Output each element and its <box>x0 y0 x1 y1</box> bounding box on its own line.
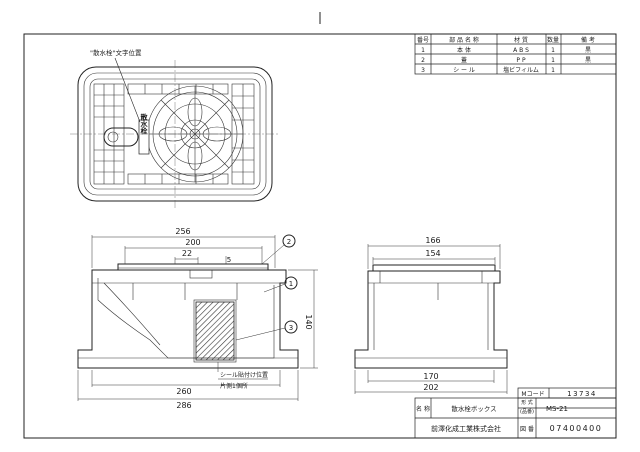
front-dim-top-inner: 200 <box>185 238 200 247</box>
front-seal-sticker <box>195 301 235 361</box>
model-sub: (品番) <box>520 408 534 415</box>
table-header-qty: 数量 <box>547 36 559 44</box>
side-view: 166 154 170 202 <box>354 236 508 394</box>
plan-callout-leader <box>114 57 141 123</box>
balloon-2-label: 2 <box>287 238 291 246</box>
plan-callout-text: "散水栓"文字位置 <box>90 48 142 57</box>
balloon-1-label: 1 <box>289 280 293 288</box>
front-dim-bottom-outer: 286 <box>176 401 191 410</box>
company-name: 前澤化成工業株式会社 <box>431 424 501 433</box>
table-cell: 本 体 <box>457 46 471 54</box>
front-view: 256 200 22 5 140 260 286 2 1 3 シール貼付け位置 … <box>77 227 318 410</box>
plan-lid-label-box <box>138 119 150 155</box>
side-dim-bottom-inner: 170 <box>423 372 438 381</box>
seal-note-line-1: シール貼付け位置 <box>220 371 268 379</box>
table-header-note: 備 考 <box>581 36 595 44</box>
table-cell: 黒 <box>585 47 591 54</box>
table-cell: 2 <box>421 57 425 64</box>
plan-view: 散水栓 "散水栓"文字位置 <box>70 48 280 210</box>
drawing-label: 図 番 <box>520 426 534 433</box>
balloon-1 <box>263 276 298 293</box>
side-dimensions <box>354 244 508 394</box>
side-dim-top-inner: 154 <box>425 249 440 258</box>
balloon-3 <box>235 320 298 341</box>
table-cell: 黒 <box>585 57 591 64</box>
plan-edge-grid <box>127 83 229 185</box>
front-dim-bottom-inner: 260 <box>176 387 191 396</box>
name-value: 散水栓ボックス <box>451 404 496 413</box>
title-block <box>414 387 617 439</box>
parts-table: 番号 部 品 名 称 材 質 数量 備 考 1 本 体 A B S 1 黒 2 … <box>414 33 617 75</box>
mcode-value: 13734 <box>567 390 597 398</box>
table-cell: シ ー ル <box>453 67 475 74</box>
table-cell: 1 <box>421 47 425 54</box>
balloon-2 <box>261 234 296 265</box>
table-header-material: 材 質 <box>514 36 528 44</box>
model-value: MS-21 <box>546 405 568 413</box>
front-dim-top-outer: 256 <box>175 227 190 236</box>
drawing-number: 07400400 <box>550 424 603 433</box>
table-cell: P P <box>516 57 526 64</box>
table-header-no: 番号 <box>417 37 429 44</box>
front-dim-small: 5 <box>227 256 231 264</box>
balloon-3-label: 3 <box>289 324 293 332</box>
drawing-frame <box>23 12 617 439</box>
side-dim-bottom-outer: 202 <box>423 383 438 392</box>
table-cell: 1 <box>551 67 555 74</box>
table-header-name: 部 品 名 称 <box>449 36 479 44</box>
seal-note-line-2: 片側1個所 <box>220 382 248 390</box>
side-dim-top-outer: 166 <box>425 236 440 245</box>
front-dim-height: 140 <box>304 314 313 329</box>
table-cell: 蓋 <box>461 56 467 64</box>
front-dim-slot: 22 <box>182 249 192 258</box>
table-cell: 塩ビフィルム <box>503 66 539 74</box>
table-cell: 3 <box>421 67 425 74</box>
front-seal-outline <box>193 299 237 363</box>
table-cell: 1 <box>551 57 555 64</box>
plan-lid-label: 散水栓 <box>140 113 149 136</box>
name-label: 名 称 <box>416 405 430 413</box>
table-cell: A B S <box>513 47 529 54</box>
table-cell: 1 <box>551 47 555 54</box>
plan-key-hole <box>103 127 139 147</box>
model-label: 形 式 <box>521 399 533 406</box>
plan-key-hole-inner <box>107 131 119 143</box>
front-dimensions <box>77 235 318 401</box>
mcode-label: Mコード <box>521 391 544 398</box>
